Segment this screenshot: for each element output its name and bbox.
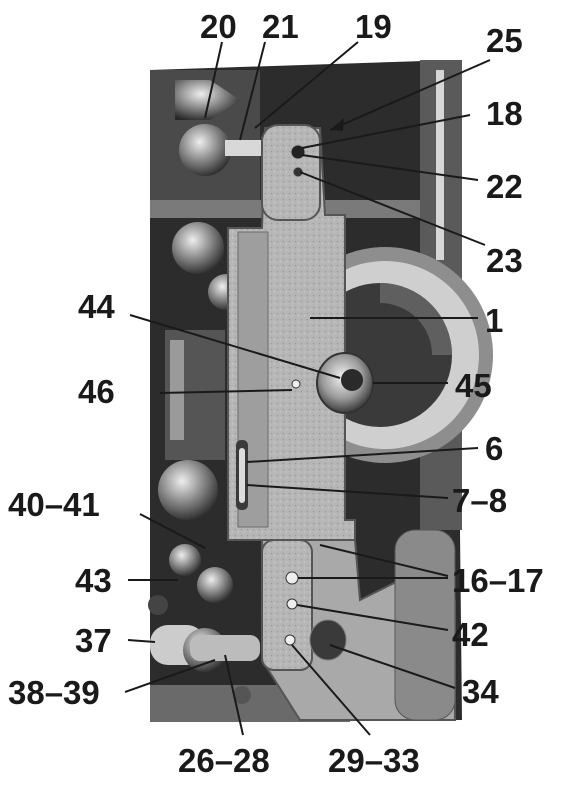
hole-34 <box>309 619 347 661</box>
leader-42 <box>296 604 449 631</box>
leader-23 <box>299 171 486 246</box>
left-slot <box>170 340 184 440</box>
leader-6 <box>246 447 479 463</box>
collar-20 <box>179 124 231 176</box>
label-21: 21 <box>262 8 299 45</box>
drum-highlight <box>380 283 452 355</box>
label-37: 37 <box>75 622 112 659</box>
right-rod <box>436 70 444 260</box>
leader-26-28 <box>224 654 244 736</box>
label-45: 45 <box>455 367 492 404</box>
screw-16 <box>285 571 299 585</box>
leader-40-41 <box>139 513 206 549</box>
screw-42 <box>286 598 298 610</box>
leader-25-arrow <box>330 118 344 131</box>
boss-hole <box>341 369 363 391</box>
leader-lines <box>124 41 491 736</box>
label-6: 6 <box>485 430 503 467</box>
leader-44 <box>129 314 341 379</box>
screw-left <box>148 595 168 615</box>
screw-29 <box>284 634 296 646</box>
screw-46 <box>291 379 301 389</box>
label-38-39: 38–39 <box>8 674 100 711</box>
leader-29-33 <box>291 644 371 736</box>
label-20: 20 <box>200 8 237 45</box>
label-40-41: 40–41 <box>8 486 100 523</box>
lower-knob-a <box>169 544 201 576</box>
lower-arm <box>190 635 260 661</box>
upper-knob <box>172 222 224 274</box>
leader-7-8 <box>246 484 449 499</box>
label-44: 44 <box>78 288 115 325</box>
film-gate-inner <box>239 448 245 503</box>
shaft-21 <box>225 140 265 156</box>
screw-22 <box>290 144 306 160</box>
label-26-28: 26–28 <box>178 742 270 779</box>
leader-20 <box>204 41 223 119</box>
label-25: 25 <box>486 22 523 59</box>
lower-right-boot <box>394 529 456 721</box>
label-42: 42 <box>452 616 489 653</box>
mid-knob <box>158 460 218 520</box>
label-19: 19 <box>355 8 392 45</box>
photo <box>148 60 493 722</box>
plate-tab <box>261 124 321 221</box>
label-7-8: 7–8 <box>452 482 507 519</box>
leader-19 <box>254 41 359 129</box>
lower-knob-b <box>197 567 233 603</box>
label-23: 23 <box>486 242 523 279</box>
leader-21 <box>239 41 266 141</box>
label-22: 22 <box>486 168 523 205</box>
screw-23 <box>292 166 304 178</box>
leader-38-39 <box>124 659 216 693</box>
leader-18 <box>301 114 471 149</box>
bullet-20 <box>175 80 240 120</box>
leader-22 <box>301 154 479 181</box>
leader-25 <box>329 59 491 131</box>
screw-26 <box>233 686 251 704</box>
leader-16-17-a <box>319 544 449 577</box>
label-43: 43 <box>75 562 112 599</box>
label-16-17: 16–17 <box>452 562 544 599</box>
leader-34 <box>329 644 456 689</box>
label-34: 34 <box>462 673 499 710</box>
label-29-33: 29–33 <box>328 742 420 779</box>
label-1: 1 <box>485 302 503 339</box>
label-18: 18 <box>486 95 523 132</box>
leader-46 <box>159 389 293 394</box>
callout-labels: 20 21 19 25 18 22 23 44 1 46 45 6 7–8 40… <box>8 8 544 779</box>
label-46: 46 <box>78 373 115 410</box>
leader-37 <box>127 639 156 643</box>
